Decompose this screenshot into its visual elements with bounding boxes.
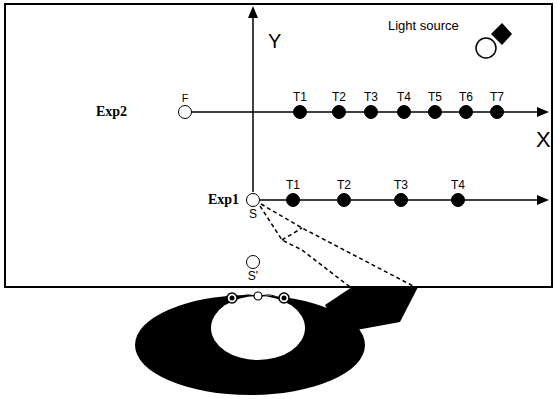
target-dot: T2	[337, 179, 351, 207]
screen-frame	[5, 4, 552, 287]
point-marker	[490, 105, 504, 119]
experiment-label: Exp2	[96, 104, 127, 119]
point-label: T2	[337, 179, 351, 192]
point-label: T3	[394, 179, 408, 192]
point-label: T4	[451, 179, 465, 192]
point-label: T5	[428, 91, 442, 104]
x-arrowhead	[537, 107, 549, 117]
target-dot: T4	[397, 91, 411, 119]
point-marker	[246, 193, 260, 207]
point-marker	[332, 105, 346, 119]
target-dot: T3	[364, 91, 378, 119]
experiment-label: Exp1	[208, 192, 239, 207]
point-marker	[394, 193, 408, 207]
start-point: S	[246, 193, 260, 221]
axis-label: Y	[268, 30, 281, 52]
point-label: T1	[286, 179, 300, 192]
point-label: T4	[397, 91, 411, 104]
point-marker	[451, 193, 465, 207]
lamp-bulb	[476, 38, 496, 58]
point-label: T7	[490, 91, 504, 104]
point-label: Light source	[388, 19, 459, 33]
point-marker	[178, 105, 192, 119]
x-arrowhead	[537, 195, 549, 205]
point-marker	[337, 193, 351, 207]
point-marker	[397, 105, 411, 119]
target-dot: T3	[394, 179, 408, 207]
point-marker	[286, 193, 300, 207]
point-marker	[459, 105, 473, 119]
point-label: F	[182, 92, 189, 104]
y-axis	[252, 16, 254, 192]
pupil	[282, 296, 287, 301]
point-label: S'	[248, 270, 258, 283]
point-label: T3	[364, 91, 378, 104]
target-dot: T1	[286, 179, 300, 207]
y-arrowhead	[248, 6, 258, 18]
pupil	[230, 296, 235, 301]
point-label: S	[249, 208, 257, 221]
start-point: S'	[246, 255, 260, 283]
point-marker	[246, 255, 260, 269]
finger-outline	[282, 228, 302, 240]
light-source: Light source	[388, 17, 513, 61]
eye	[279, 293, 289, 303]
head	[211, 296, 305, 360]
lamp-head	[491, 23, 512, 45]
target-dot: T4	[451, 179, 465, 207]
point-marker	[364, 105, 378, 119]
point-label: T6	[459, 91, 473, 104]
fixation-point: F	[178, 92, 192, 119]
axis-label: X	[536, 128, 551, 152]
target-dot: T7	[490, 91, 504, 119]
target-dot: T6	[459, 91, 473, 119]
nose-marker	[254, 292, 262, 300]
glasses-bridge	[237, 295, 279, 298]
target-dot: T2	[332, 91, 346, 119]
target-dot: T5	[428, 91, 442, 119]
point-label: T1	[293, 91, 307, 104]
point-label: T2	[332, 91, 346, 104]
point-marker	[428, 105, 442, 119]
point-marker	[293, 105, 307, 119]
lamp-icon	[469, 17, 513, 61]
target-dot: T1	[293, 91, 307, 119]
arm	[325, 287, 418, 333]
pointing-path	[261, 204, 415, 287]
eye	[227, 293, 237, 303]
